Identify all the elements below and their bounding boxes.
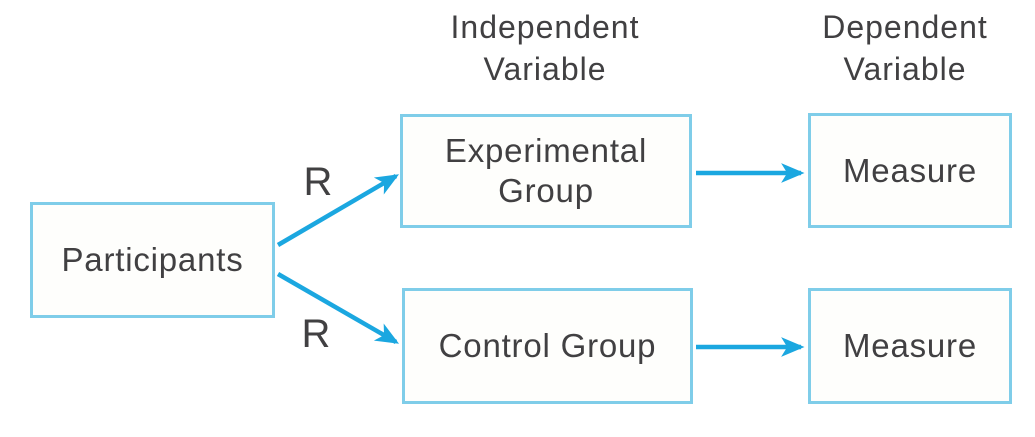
dependent-variable-line2: Variable [843, 51, 967, 87]
control-group-label: Control Group [438, 327, 657, 364]
independent-variable-line1: Independent [450, 9, 640, 45]
measure-bottom-label: Measure [843, 327, 977, 364]
dependent-variable-header: Dependent Variable [745, 6, 1035, 90]
experimental-group-box: Experimental Group [400, 114, 692, 228]
control-group-box: Control Group [402, 288, 693, 404]
measure-bottom-box: Measure [808, 288, 1012, 404]
randomization-label-top: R [303, 160, 333, 204]
participants-label: Participants [61, 241, 244, 278]
measure-top-label: Measure [843, 151, 977, 189]
experimental-group-line1: Experimental [444, 132, 648, 169]
participants-box: Participants [30, 202, 275, 318]
independent-variable-line2: Variable [483, 51, 607, 87]
experimental-group-line2: Group [498, 172, 594, 209]
randomization-label-bottom: R [301, 312, 331, 356]
measure-top-box: Measure [808, 113, 1012, 228]
independent-variable-header: Independent Variable [385, 6, 705, 90]
dependent-variable-line1: Dependent [822, 9, 988, 45]
